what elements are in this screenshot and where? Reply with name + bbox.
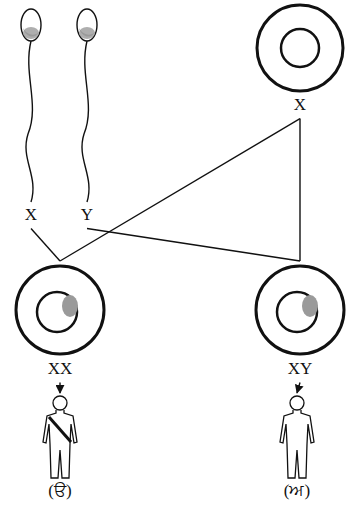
- connector-line: [59, 383, 60, 393]
- node-label: XX: [10, 358, 110, 382]
- egg-outline: [257, 5, 343, 91]
- zygote-shape: [252, 262, 348, 358]
- node-label: (ਅ): [260, 480, 334, 504]
- egg-node: X: [250, 2, 350, 118]
- node-label: X: [12, 204, 50, 228]
- sperm-head: [77, 9, 97, 41]
- sperm-shape: [14, 4, 48, 204]
- connector-line: [31, 229, 60, 261]
- boy-shape: [262, 394, 332, 480]
- zygote-outline: [16, 266, 104, 354]
- zygote-nucleus: [277, 292, 317, 332]
- sperm-nucleus-shade: [62, 295, 78, 317]
- node-label: (ੳ): [23, 480, 97, 504]
- node-label: X: [250, 94, 350, 118]
- egg-shape: [252, 2, 348, 94]
- zygote-shape: [12, 262, 108, 358]
- connector-line: [297, 383, 300, 393]
- egg-nucleus: [281, 29, 319, 67]
- girl-node: (ੳ): [23, 394, 97, 504]
- boy-figure: [280, 396, 314, 478]
- boy-node: (ਅ): [260, 394, 334, 504]
- connector-line: [60, 119, 300, 261]
- zygote-node: XX: [10, 262, 110, 382]
- node-label: Y: [68, 204, 106, 228]
- sperm-node: X: [12, 4, 50, 228]
- sperm-tail: [82, 41, 89, 202]
- sperm-nucleus-shade: [302, 295, 318, 317]
- connector-line: [87, 229, 300, 261]
- girl-shape: [25, 394, 95, 480]
- connector-line: [299, 119, 300, 261]
- girl-figure: [43, 396, 77, 478]
- sperm-shade: [23, 27, 39, 39]
- sperm-shape: [70, 4, 104, 204]
- sperm-head: [21, 9, 41, 41]
- node-label: XY: [250, 358, 350, 382]
- sperm-node: Y: [68, 4, 106, 228]
- zygote-node: XY: [250, 262, 350, 382]
- sperm-tail: [26, 41, 33, 202]
- zygote-nucleus: [37, 292, 77, 332]
- sperm-shade: [79, 27, 95, 39]
- zygote-outline: [256, 266, 344, 354]
